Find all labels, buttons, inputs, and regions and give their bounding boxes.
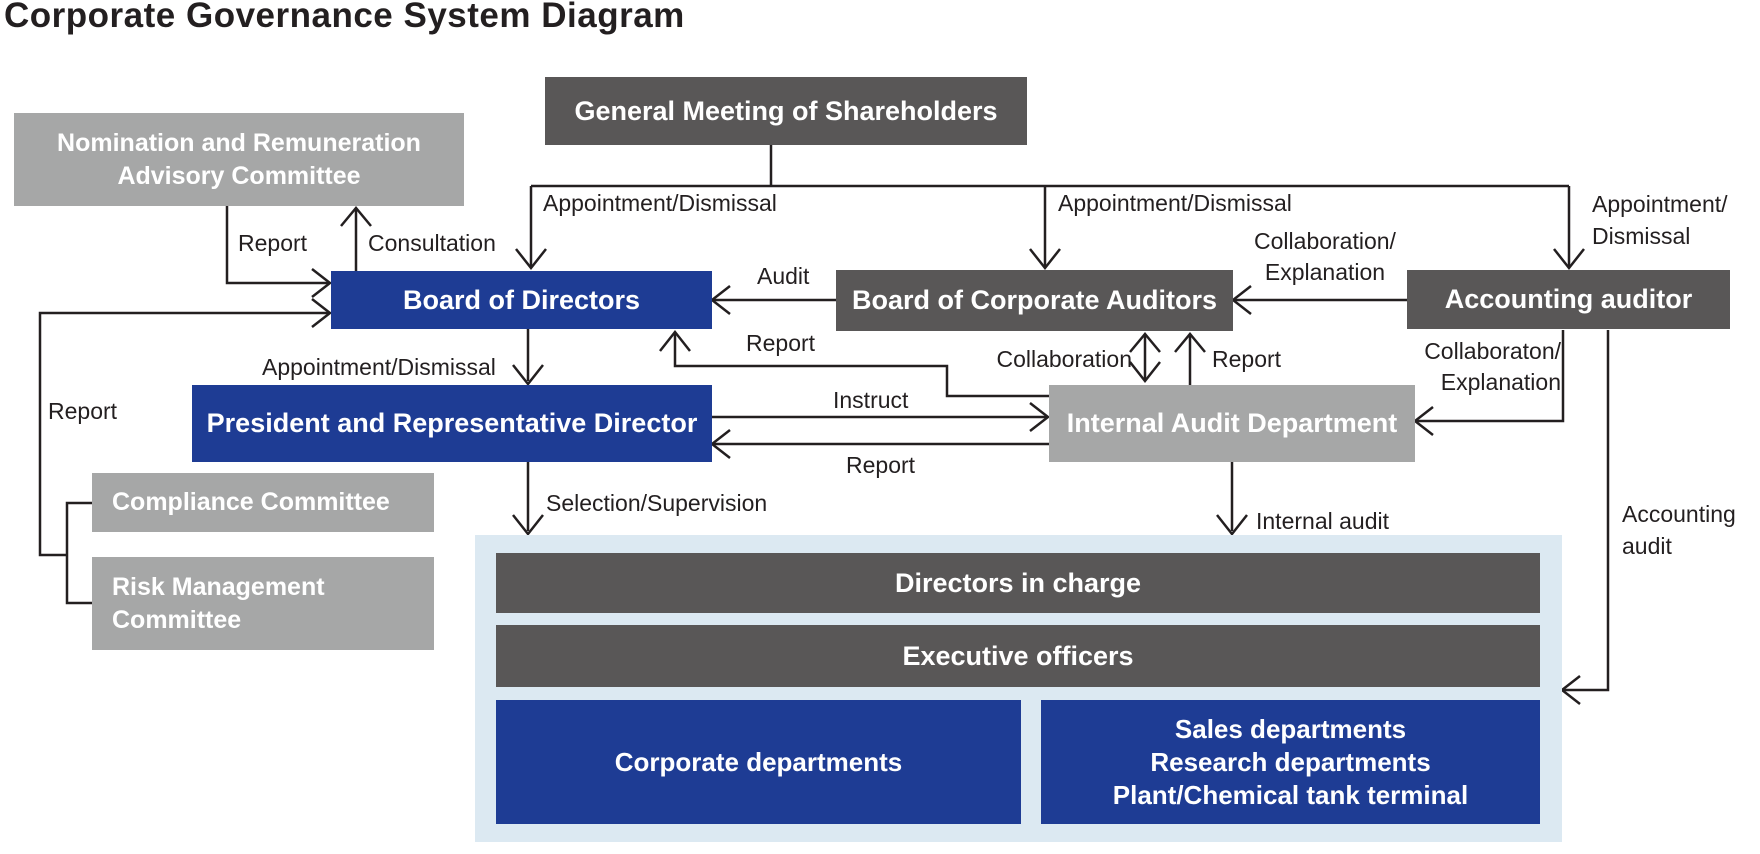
edge-label-accounting-audit: Accounting audit bbox=[1622, 498, 1736, 562]
edge-label-line2: Explanation bbox=[1264, 259, 1386, 285]
box-label-line3: Plant/Chemical tank terminal bbox=[1112, 779, 1469, 810]
box-label: Board of Directors bbox=[402, 284, 641, 315]
edge-label-consultation: Consultation bbox=[368, 230, 496, 256]
box-board-of-directors: Board of Directors bbox=[331, 271, 712, 329]
edge-label-line1: Collaboraton/ bbox=[1424, 338, 1561, 364]
edge-label-report-to-president: Report bbox=[846, 452, 916, 478]
edge-label-line1: Collaboration/ bbox=[1254, 228, 1396, 254]
box-label: General Meeting of Shareholders bbox=[574, 95, 998, 126]
edge-label-line2: Explanation bbox=[1440, 369, 1561, 395]
box-internal-audit-department: Internal Audit Department bbox=[1049, 385, 1415, 462]
box-executive-officers: Executive officers bbox=[496, 625, 1540, 687]
box-label: Internal Audit Department bbox=[1066, 408, 1398, 438]
edge-label-report-nomination: Report bbox=[238, 230, 308, 256]
edge-label-selection-supervision: Selection/Supervision bbox=[546, 490, 768, 516]
box-label-line1: Sales departments bbox=[1174, 713, 1407, 744]
edge-label-collaboration: Collaboration bbox=[996, 346, 1132, 372]
box-label-line1: Nomination and Remuneration bbox=[57, 128, 421, 157]
edge-label-report-to-auditors: Report bbox=[1212, 346, 1282, 372]
edge-label-audit: Audit bbox=[757, 263, 810, 289]
edge-label-line2: Dismissal bbox=[1592, 223, 1691, 249]
box-corporate-departments: Corporate departments bbox=[496, 700, 1021, 824]
box-label: Corporate departments bbox=[614, 746, 903, 777]
edge-label-appointment-dismissal-bca: Appointment/Dismissal bbox=[1058, 190, 1292, 216]
box-president-representative-director: President and Representative Director bbox=[192, 385, 712, 462]
box-label: Compliance Committee bbox=[112, 488, 390, 516]
box-label-line2: Committee bbox=[112, 605, 242, 634]
edge-label-collaboration-explanation-bca: Collaboration/ Explanation bbox=[1235, 226, 1415, 288]
box-label-line2: Research departments bbox=[1150, 746, 1431, 777]
box-risk-management-committee: Risk Management Committee bbox=[92, 557, 434, 650]
edge-label-report-to-board: Report bbox=[746, 330, 816, 356]
box-accounting-auditor: Accounting auditor bbox=[1407, 270, 1730, 329]
box-nomination-remuneration-advisory-committee: Nomination and Remuneration Advisory Com… bbox=[14, 113, 464, 206]
edge-label-line1: Appointment/ bbox=[1592, 191, 1728, 217]
box-sales-research-plant-departments: Sales departments Research departments P… bbox=[1041, 700, 1540, 824]
box-general-meeting-of-shareholders: General Meeting of Shareholders bbox=[545, 77, 1027, 145]
box-label: Executive officers bbox=[902, 640, 1134, 671]
edge-label-collaboraton-explanation-iad: Collaboraton/ Explanation bbox=[1406, 336, 1561, 398]
box-label: Directors in charge bbox=[894, 567, 1142, 598]
box-label: Board of Corporate Auditors bbox=[851, 285, 1217, 315]
box-label: Accounting auditor bbox=[1444, 284, 1693, 314]
page-title: Corporate Governance System Diagram bbox=[4, 0, 685, 35]
box-directors-in-charge: Directors in charge bbox=[496, 553, 1540, 613]
edge-label-report-committees: Report bbox=[48, 398, 118, 424]
box-label-line2: Advisory Committee bbox=[117, 161, 361, 190]
box-label: President and Representative Director bbox=[206, 408, 698, 438]
box-label-line1: Risk Management bbox=[112, 572, 325, 601]
box-compliance-committee: Compliance Committee bbox=[92, 473, 434, 532]
edge-label-appointment-dismissal-bod: Appointment/Dismissal bbox=[543, 190, 777, 216]
edge-label-line1: Accounting bbox=[1622, 501, 1736, 527]
edge-label-internal-audit: Internal audit bbox=[1256, 508, 1389, 534]
box-board-of-corporate-auditors: Board of Corporate Auditors bbox=[836, 270, 1233, 331]
edge-label-line2: audit bbox=[1622, 533, 1672, 559]
edge-label-appointment-dismissal-aa: Appointment/ Dismissal bbox=[1592, 188, 1728, 252]
edge-label-instruct: Instruct bbox=[833, 387, 909, 413]
edge-label-appointment-dismissal-president: Appointment/Dismissal bbox=[262, 354, 496, 380]
